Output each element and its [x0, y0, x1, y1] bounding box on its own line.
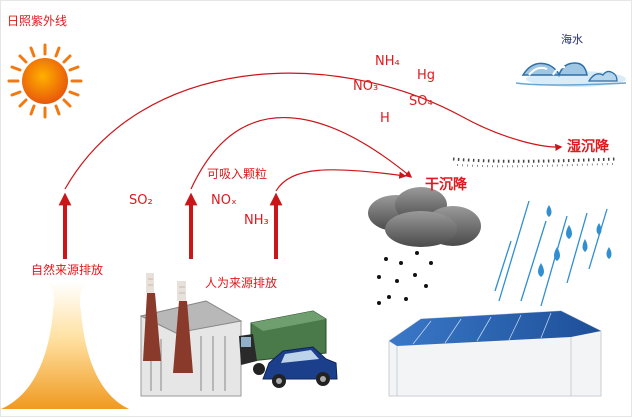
deposition-band: [452, 157, 616, 163]
wet-deposition-label: 湿沉降: [567, 139, 609, 155]
human-source-label: 人为来源排放: [205, 276, 278, 290]
species-nh4: NH₄: [375, 54, 400, 69]
warehouse-icon: [388, 310, 602, 397]
species-nh3: NH₃: [244, 213, 269, 228]
transport-arrow-short: [275, 169, 407, 192]
sea-waves-icon: [515, 62, 627, 87]
species-so4: SO₄: [409, 94, 433, 109]
sea-label: 海水: [561, 33, 583, 46]
species-hg: Hg: [417, 68, 436, 83]
car-icon: [262, 346, 338, 388]
sun-uv-label: 日照紫外线: [7, 14, 68, 28]
factory-icon: [139, 273, 243, 397]
dry-particles: [377, 251, 433, 305]
species-so2: SO₂: [129, 193, 153, 208]
dry-deposition-label: 干沉降: [425, 177, 467, 193]
transport-arrow-lower: [190, 117, 413, 190]
species-h: H: [380, 111, 390, 126]
species-no3: NO₃: [353, 79, 379, 94]
cloud-icon: [368, 187, 481, 247]
rain: [494, 200, 612, 307]
sun-icon: [7, 43, 83, 119]
natural-source-plume: [1, 282, 129, 409]
inhalable-particles-label: 可吸入颗粒: [207, 167, 268, 181]
transport-arrow-upper: [64, 72, 563, 190]
species-nox: NOₓ: [211, 193, 237, 208]
natural-source-label: 自然来源排放: [31, 263, 104, 277]
